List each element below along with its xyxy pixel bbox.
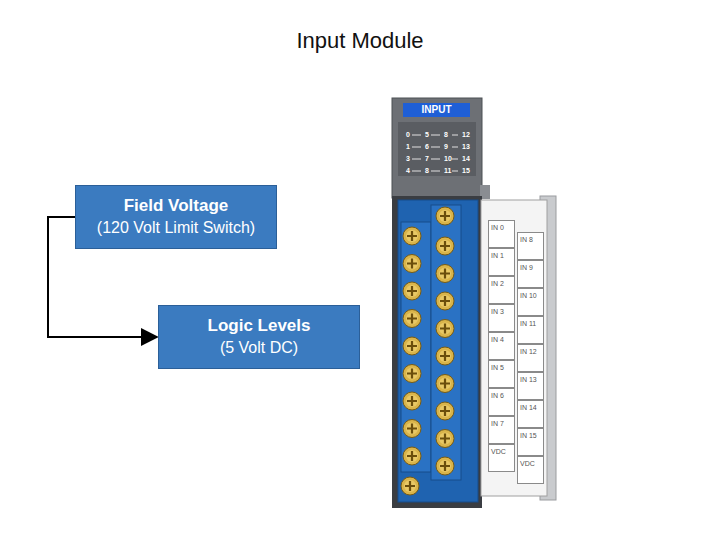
led-number: 3 [406, 155, 410, 163]
terminal-label: IN 12 [517, 344, 544, 372]
led-number: 14 [462, 155, 470, 163]
screw [403, 282, 421, 300]
screw [436, 237, 454, 255]
screw [436, 402, 454, 420]
box-heading: Field Voltage [84, 195, 268, 217]
diagram-title: Input Module [0, 28, 720, 54]
terminal-row [431, 205, 461, 480]
terminal-row [401, 222, 431, 472]
terminal-label: IN 7 [488, 416, 515, 444]
screw [403, 337, 421, 355]
led-number: 0 [406, 131, 410, 139]
screw [436, 320, 454, 338]
terminal-frame [392, 196, 482, 508]
screw [403, 447, 421, 465]
led-number: 8 [444, 131, 448, 139]
screw [436, 430, 454, 448]
terminal-label: IN 9 [517, 260, 544, 288]
box-heading: Logic Levels [167, 315, 351, 337]
terminal-label: IN 4 [488, 332, 515, 360]
screw [401, 477, 419, 495]
terminal-label: IN 6 [488, 388, 515, 416]
door-panel [481, 200, 547, 496]
terminal-label: VDC [488, 444, 515, 472]
terminal-label: IN 15 [517, 428, 544, 456]
screw [403, 420, 421, 438]
screw [403, 392, 421, 410]
box-subtitle: (5 Volt DC) [167, 337, 351, 359]
led-number: 12 [462, 131, 470, 139]
terminal-label: IN 2 [488, 276, 515, 304]
led-panel [398, 122, 476, 176]
led-number: 4 [406, 167, 410, 175]
screw [436, 347, 454, 365]
terminal-label: IN 8 [517, 232, 544, 260]
terminal-label: VDC [517, 456, 544, 484]
module-label: INPUT [403, 103, 470, 117]
screw [436, 265, 454, 283]
led-number: 10 [444, 155, 452, 163]
screw [403, 365, 421, 383]
info-box: Logic Levels(5 Volt DC) [158, 305, 360, 369]
led-number: 5 [425, 131, 429, 139]
terminal-label: IN 11 [517, 316, 544, 344]
led-number: 6 [425, 143, 429, 151]
terminal-label: IN 0 [488, 220, 515, 248]
terminal-label: IN 3 [488, 304, 515, 332]
terminal-label: IN 10 [517, 288, 544, 316]
screw [436, 375, 454, 393]
terminal-block [398, 200, 478, 502]
info-box: Field Voltage(120 Volt Limit Switch) [75, 185, 277, 249]
terminal-screws [401, 207, 454, 495]
terminal-label: IN 1 [488, 248, 515, 276]
led-number: 8 [425, 167, 429, 175]
led-number: 13 [462, 143, 470, 151]
terminal-label: IN 14 [517, 400, 544, 428]
screw [403, 310, 421, 328]
screw [403, 255, 421, 273]
led-number: 15 [462, 167, 470, 175]
led-dashes [412, 135, 458, 171]
led-number: 7 [425, 155, 429, 163]
terminal-label: IN 13 [517, 372, 544, 400]
terminal-label: IN 5 [488, 360, 515, 388]
screw [436, 457, 454, 475]
screw [436, 292, 454, 310]
box-subtitle: (120 Volt Limit Switch) [84, 217, 268, 239]
screw [403, 227, 421, 245]
screw [436, 207, 454, 225]
led-number: 1 [406, 143, 410, 151]
module-housing [392, 98, 482, 198]
led-number: 9 [444, 143, 448, 151]
led-number: 11 [444, 167, 451, 175]
